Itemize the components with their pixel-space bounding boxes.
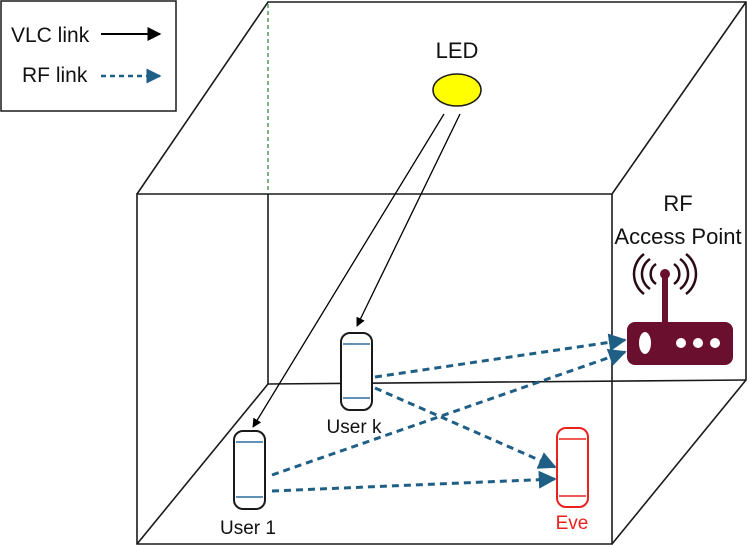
eve-label: Eve: [556, 513, 589, 534]
user-1-label: User 1: [220, 518, 276, 539]
rf-link-user1-eve: [271, 470, 557, 493]
eve-device: [556, 427, 589, 508]
vlc-link-userk: [356, 113, 461, 327]
room-front-face: [136, 193, 613, 545]
vlc-link-user1: [252, 113, 445, 428]
led-light-icon: [432, 73, 482, 107]
rf-link-userk-ap: [374, 333, 627, 379]
room-top-right-edge: [611, 1, 747, 195]
smartphone-icon: [233, 430, 266, 510]
smartphone-icon: [340, 332, 373, 411]
rf-link-userk-eve: [374, 386, 557, 469]
ap-label-line1: RF: [663, 191, 692, 216]
legend-rf-label: RF link: [22, 64, 88, 87]
room-floor-left-edge: [136, 383, 269, 545]
legend: VLC link RF link: [0, 0, 177, 112]
user-1-device: [233, 430, 266, 510]
legend-box: [0, 0, 177, 112]
user-k-device: [340, 332, 373, 411]
room-floor-back-edge: [267, 379, 747, 385]
wifi-waves-icon: [632, 253, 698, 295]
rf-link-user1-ap: [271, 348, 627, 477]
ap-label-line2: Access Point: [614, 224, 741, 249]
wifi-router-icon: [627, 253, 733, 365]
led-label: LED: [436, 38, 479, 63]
smartphone-icon: [556, 427, 589, 508]
rf-links: [271, 333, 627, 493]
user-k-label: User k: [327, 417, 382, 438]
legend-vlc-label: VLC link: [11, 24, 90, 47]
